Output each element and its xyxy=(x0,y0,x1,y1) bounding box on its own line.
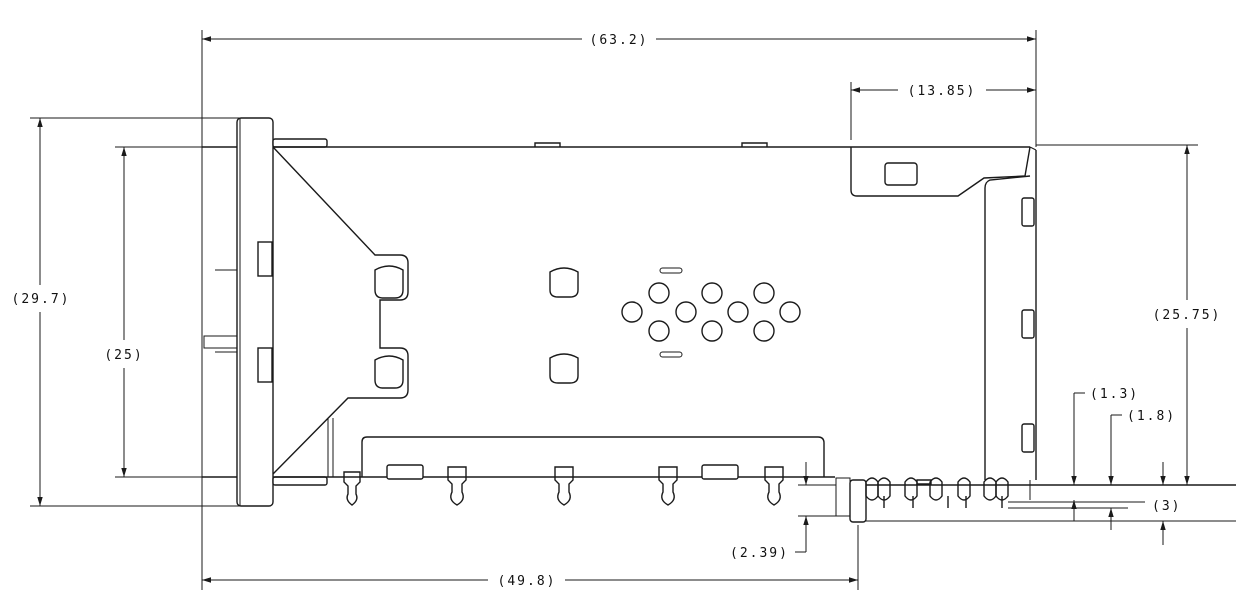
dimension-offset-small: (1.3) xyxy=(1071,387,1139,521)
dimension-overall-height: (29.7) xyxy=(12,117,240,507)
dimension-label-1-3: (1.3) xyxy=(1090,387,1139,402)
dimension-label-25: (25) xyxy=(104,348,143,363)
dimension-label-13-85: (13.85) xyxy=(908,84,977,99)
dimension-label-25-75: (25.75) xyxy=(1153,308,1222,323)
front-flange xyxy=(236,117,274,507)
dimension-label-49-8: (49.8) xyxy=(498,574,557,589)
dimension-base-length: (49.8) xyxy=(202,525,859,590)
dimension-label-29-7: (29.7) xyxy=(12,292,71,307)
flange-tab-lower xyxy=(257,347,273,383)
dimension-label-3: (3) xyxy=(1152,499,1181,514)
dimension-label-63-2: (63.2) xyxy=(590,33,649,48)
dimension-label-2-39: (2.39) xyxy=(730,546,789,561)
dimension-pin-depth: (3) xyxy=(1008,462,1181,545)
dimension-right-height: (25.75) xyxy=(1036,144,1222,485)
dimension-pin-offset: (2.39) xyxy=(730,462,836,561)
mounting-pins xyxy=(343,464,1009,523)
dimension-right-section: (13.85) xyxy=(850,82,1036,140)
dimension-offset-medium: (1.8) xyxy=(1108,409,1176,530)
dimension-overall-length: (63.2) xyxy=(202,30,1037,147)
dimension-label-1-8: (1.8) xyxy=(1127,409,1176,424)
dimension-inner-height: (25) xyxy=(104,146,202,478)
connector-body xyxy=(201,30,1236,590)
flange-tab-upper xyxy=(257,241,273,277)
